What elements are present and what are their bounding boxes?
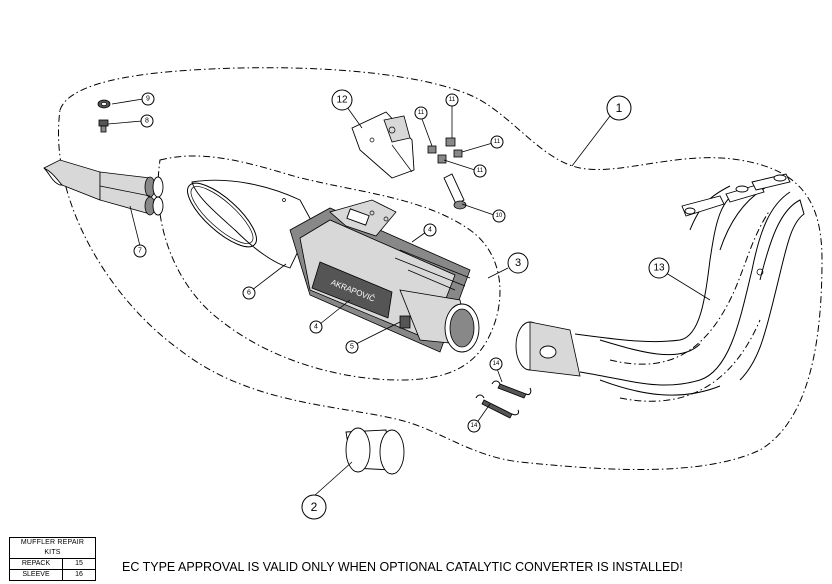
callout-label: 5 — [350, 344, 354, 351]
muffler-repair-kits-table: MUFFLER REPAIR KITS REPACK 15 SLEEVE 16 — [9, 537, 96, 581]
callout-leaders — [107, 98, 711, 497]
table-title: MUFFLER REPAIR KITS — [9, 537, 96, 559]
callout-label: 12 — [336, 95, 348, 106]
callout-label: 9 — [146, 96, 150, 103]
table-row: SLEEVE 16 — [9, 569, 96, 581]
callout-13: 13 — [648, 257, 670, 279]
table-header-row: MUFFLER REPAIR KITS — [9, 537, 96, 559]
callout-11-c: 11 — [490, 135, 504, 149]
end-cap-cone-part — [187, 179, 313, 269]
callout-label: 11 — [477, 168, 484, 174]
callout-1: 1 — [606, 95, 632, 121]
callout-7: 7 — [133, 244, 147, 258]
callout-10: 10 — [492, 209, 506, 223]
callout-14-a: 14 — [489, 357, 503, 371]
callout-label: 8 — [145, 118, 149, 125]
callout-label: 14 — [493, 361, 500, 367]
bracket-part — [351, 111, 415, 179]
kit-number: 16 — [62, 569, 96, 581]
kit-name: SLEEVE — [9, 569, 63, 581]
header-pipes-part — [515, 173, 805, 402]
kit-number: 15 — [62, 558, 96, 570]
callout-5: 5 — [345, 340, 359, 354]
callout-label: 11 — [494, 139, 501, 145]
callout-label: 7 — [138, 248, 142, 255]
callout-2: 2 — [301, 494, 327, 520]
callout-label: 2 — [311, 500, 318, 514]
callout-3: 3 — [507, 252, 529, 274]
callout-label: 1 — [616, 101, 623, 115]
callout-11-a: 11 — [414, 106, 428, 120]
approval-notice: EC TYPE APPROVAL IS VALID ONLY WHEN OPTI… — [122, 560, 683, 574]
callout-label: 11 — [418, 110, 425, 116]
muffler-part: AKRAPOVIČ — [289, 199, 480, 353]
callout-label: 4 — [314, 324, 318, 331]
bolt-part — [98, 119, 109, 133]
callout-4-bottom: 4 — [309, 320, 323, 334]
callout-11-d: 11 — [473, 164, 487, 178]
callout-label: 6 — [247, 290, 251, 297]
callout-11-b: 11 — [445, 93, 459, 107]
sensor-part — [443, 173, 467, 210]
catalytic-converter-part — [345, 427, 405, 475]
callout-9: 9 — [141, 92, 155, 106]
washer-part — [97, 99, 111, 109]
callout-label: 13 — [653, 263, 665, 274]
callout-label: 10 — [496, 213, 503, 219]
callout-4-top: 4 — [423, 223, 437, 237]
table-row: REPACK 15 — [9, 558, 96, 570]
callout-6: 6 — [242, 286, 256, 300]
callout-label: 3 — [515, 257, 521, 269]
muffler-group-boundary — [157, 155, 501, 381]
end-cap-part — [43, 159, 164, 216]
callout-label: 14 — [471, 423, 478, 429]
callout-14-b: 14 — [467, 419, 481, 433]
nuts-part — [427, 137, 463, 164]
callout-8: 8 — [140, 114, 154, 128]
kit-name: REPACK — [9, 558, 63, 570]
callout-label: 11 — [449, 97, 456, 103]
assembly-boundary-outer — [58, 67, 823, 470]
callout-12: 12 — [331, 89, 353, 111]
callout-label: 4 — [428, 227, 432, 234]
